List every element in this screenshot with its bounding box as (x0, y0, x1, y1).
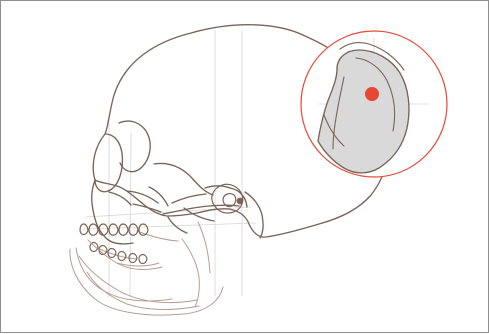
secondary-outlines (70, 231, 223, 315)
inset-magnifier (301, 31, 447, 177)
teeth (80, 224, 148, 264)
red-dot (365, 87, 379, 101)
